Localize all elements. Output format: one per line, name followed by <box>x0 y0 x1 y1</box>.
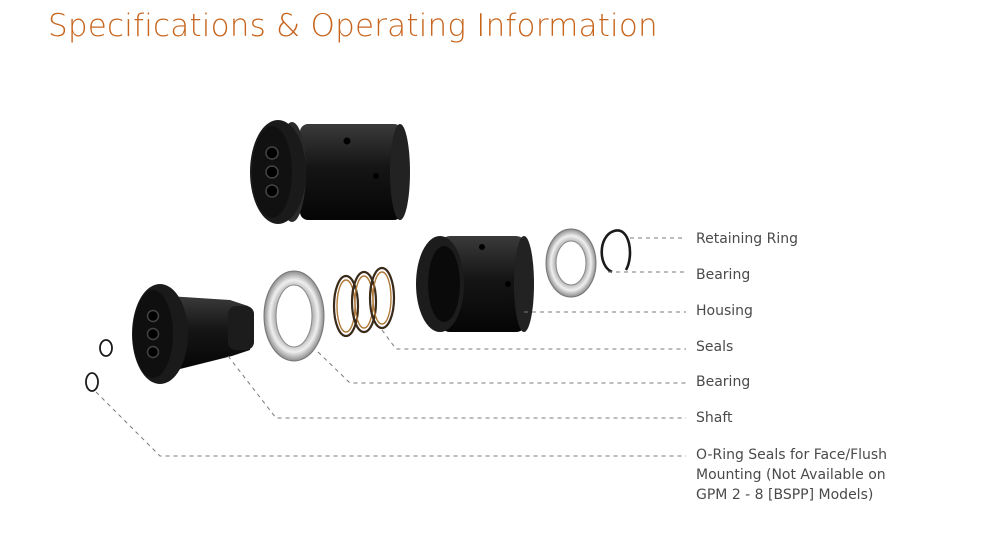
page-title: Specifications & Operating Information <box>48 8 658 44</box>
leader-seals <box>381 329 686 350</box>
callout-bearing-inner: Bearing <box>696 374 751 390</box>
callout-shaft: Shaft <box>696 410 733 426</box>
callout-bearing-outer: Bearing <box>696 267 751 283</box>
housing-part <box>416 236 534 332</box>
o-ring-lower <box>85 372 99 392</box>
inner-bearing-part <box>263 270 325 362</box>
seals-part <box>332 266 396 338</box>
callout-seals: Seals <box>696 339 734 355</box>
outer-bearing-part <box>545 228 597 298</box>
shaft-part <box>132 284 254 384</box>
retaining-ring-part <box>600 229 632 274</box>
callout-o-ring-seals: O-Ring Seals for Face/Flush Mounting (No… <box>696 447 888 503</box>
leader-o-ring <box>95 391 686 457</box>
o-ring-upper <box>99 339 113 357</box>
callout-retaining-ring: Retaining Ring <box>696 231 799 247</box>
leader-bearing-inner <box>317 351 686 384</box>
leader-lines <box>95 237 686 457</box>
callout-housing: Housing <box>696 303 753 319</box>
leader-shaft <box>227 355 686 419</box>
assembled-swivel <box>250 120 410 224</box>
